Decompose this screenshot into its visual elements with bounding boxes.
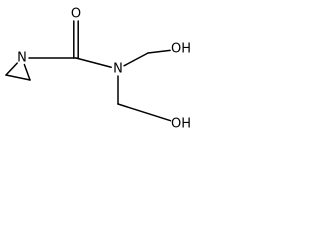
single-bond-a6-a7	[123, 52, 149, 67]
single-bond-a7-a8	[147, 49, 171, 54]
single-bond-a1-a3	[5, 62, 18, 76]
bond-layer	[5, 20, 172, 122]
single-bond-a9-a10	[117, 103, 172, 122]
single-bond-a2-a3	[23, 63, 31, 81]
atom-label-n-a6: N	[113, 62, 123, 77]
chemical-structure-diagram: N O N OH OH	[5, 7, 191, 132]
atom-label-layer: N O N OH OH	[17, 7, 191, 132]
atom-label-o-a5: O	[71, 7, 81, 22]
single-bond-a4-a6	[75, 57, 112, 68]
atom-label-oh-a10: OH	[171, 117, 191, 132]
single-bond-a1-a2	[5, 74, 31, 81]
atom-label-oh-a8: OH	[171, 42, 191, 57]
atom-label-n-a3: N	[17, 51, 27, 66]
